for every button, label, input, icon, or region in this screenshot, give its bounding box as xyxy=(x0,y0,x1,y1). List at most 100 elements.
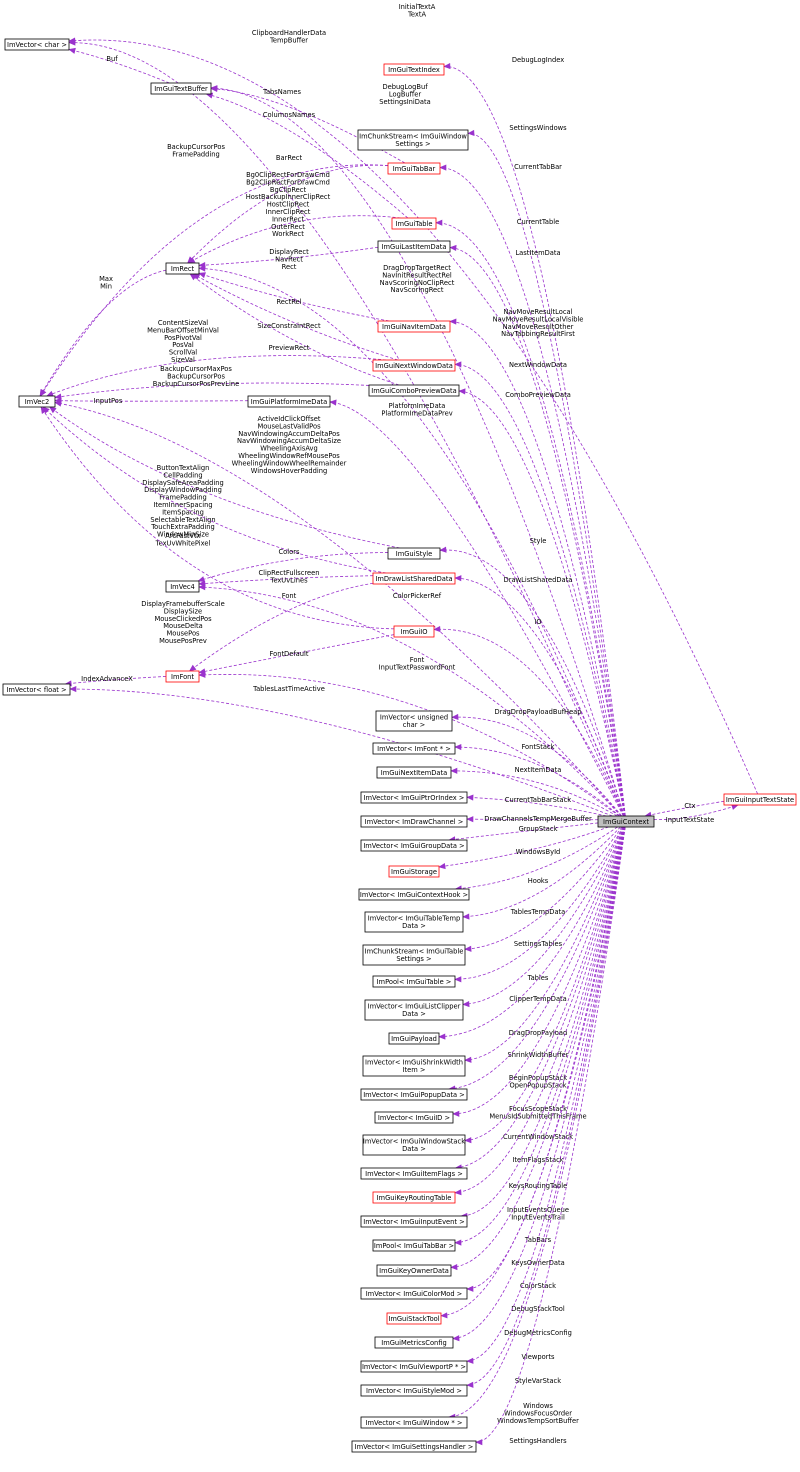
node-vec-float[interactable]: ImVector< float > xyxy=(2,683,71,696)
edge-context-to-vec-float: TablesLastTimeActive xyxy=(69,685,613,817)
node-text-buffer[interactable]: ImGuiTextBuffer xyxy=(150,82,212,95)
edge-arrowhead xyxy=(466,1357,474,1364)
node-input-text-state[interactable]: ImGuiInputTextState xyxy=(723,793,797,806)
edge-label: Windows xyxy=(523,1402,553,1410)
edge-line xyxy=(644,800,725,817)
node-vec2[interactable]: ImVec2 xyxy=(18,395,56,408)
node-key-owner[interactable]: ImGuiKeyOwnerData xyxy=(376,1264,452,1277)
node-vec-context-hook[interactable]: ImVector< ImGuiContextHook > xyxy=(358,888,470,901)
node-metrics-config[interactable]: ImGuiMetricsConfig xyxy=(374,1336,454,1349)
node-draw-list-shared[interactable]: ImDrawListSharedData xyxy=(372,572,456,585)
node-last-item[interactable]: ImGuiLastItemData xyxy=(377,240,451,253)
edge-line xyxy=(438,826,625,1038)
edge-line xyxy=(455,826,618,890)
edge-line xyxy=(464,826,623,950)
edge-table-to-rect: Bg0ClipRectForDrawCmdBg2ClipRectForDrawC… xyxy=(187,171,401,264)
edge-context-to-vec-ptr-or-index: CurrentTabBarStack xyxy=(466,794,607,817)
node-rect[interactable]: ImRect xyxy=(165,262,200,275)
node-label: ImGuiTextBuffer xyxy=(154,85,208,93)
node-vec-group-data[interactable]: ImVector< ImGuiGroupData > xyxy=(360,839,468,852)
edge-label: NavRect xyxy=(275,255,303,263)
edge-line xyxy=(450,826,626,1268)
edge-context-to-vec-list-clipper: ClipperTempData xyxy=(462,826,624,1008)
edge-line xyxy=(455,826,625,1169)
node-font[interactable]: ImFont xyxy=(165,670,200,683)
node-tab-bar[interactable]: ImGuiTabBar xyxy=(387,162,441,175)
node-vec-draw-channel[interactable]: ImVector< ImDrawChannel > xyxy=(360,815,468,828)
node-table[interactable]: ImGuiTable xyxy=(391,217,437,230)
edge-context-to-last-item: LastItemData xyxy=(449,244,626,817)
edge-label: Colors xyxy=(279,548,300,556)
edge-arrowhead xyxy=(69,685,77,693)
node-label: Item > xyxy=(403,1066,426,1074)
node-box xyxy=(360,1287,468,1300)
edge-arrowhead xyxy=(438,1033,446,1040)
node-vec-item-flags[interactable]: ImVector< ImGuiItemFlags > xyxy=(360,1167,468,1180)
edge-label: DisplayFramebufferScale xyxy=(141,600,224,608)
node-vec-font-ptr[interactable]: ImVector< ImFont * > xyxy=(372,742,456,755)
node-label: ImChunkStream< ImGuiTable xyxy=(365,948,464,956)
edge-label: SizeConstraintRect xyxy=(257,322,321,330)
node-key-routing[interactable]: ImGuiKeyRoutingTable xyxy=(372,1191,456,1204)
edge-arrowhead xyxy=(449,318,457,325)
edge-line xyxy=(40,406,395,630)
node-stack-tool[interactable]: ImGuiStackTool xyxy=(386,1312,442,1325)
node-storage[interactable]: ImGuiStorage xyxy=(388,865,440,878)
edge-context-to-metrics-config: DebugMetricsConfig xyxy=(452,826,626,1342)
node-label: ImChunkStream< ImGuiWindow xyxy=(359,133,467,141)
node-vec-ptr-or-index[interactable]: ImVector< ImGuiPtrOrIndex > xyxy=(360,791,468,804)
node-nav-item[interactable]: ImGuiNavItemData xyxy=(377,320,451,333)
node-vec-char[interactable]: ImVector< char > xyxy=(4,38,70,51)
node-box xyxy=(376,1264,452,1277)
edge-line xyxy=(454,826,624,980)
node-pool-tab-bar[interactable]: ImPool< ImGuiTabBar > xyxy=(372,1239,456,1252)
edge-label: WindowsHoverPadding xyxy=(251,467,327,475)
node-payload[interactable]: ImGuiPayload xyxy=(388,1032,440,1045)
node-style[interactable]: ImGuiStyle xyxy=(387,547,441,560)
edge-label: NavMoveResultLocalVisible xyxy=(493,315,584,323)
edge-context-to-nav-item: NavMoveResultLocalNavMoveResultLocalVisi… xyxy=(449,308,626,817)
node-io[interactable]: ImGuiIO xyxy=(393,625,435,638)
edge-line xyxy=(462,826,624,1005)
node-vec4[interactable]: ImVec4 xyxy=(165,580,200,593)
node-context[interactable]: ImGuiContext xyxy=(597,815,655,828)
node-box xyxy=(364,999,464,1021)
edge-label: ArcFastVtx xyxy=(165,532,200,540)
node-next-item[interactable]: ImGuiNextItemData xyxy=(376,766,452,779)
node-text-index[interactable]: ImGuiTextIndex xyxy=(383,63,445,76)
edge-label: TempBuffer xyxy=(269,36,308,44)
edge-label: Tables xyxy=(527,974,549,982)
node-label: ImGuiPayload xyxy=(391,1035,437,1043)
node-platform-ime[interactable]: ImGuiPlatformImeData xyxy=(247,395,331,408)
node-pool-table[interactable]: ImPool< ImGuiTable > xyxy=(372,975,456,988)
node-vec-style-mod[interactable]: ImVector< ImGuiStyleMod > xyxy=(360,1384,468,1397)
edge-arrowhead xyxy=(467,129,475,137)
node-box xyxy=(387,162,441,175)
node-vec-id[interactable]: ImVector< ImGuiID > xyxy=(374,1111,454,1124)
node-label: ImGuiNextWindowData xyxy=(375,362,453,370)
node-box xyxy=(360,1360,468,1373)
node-combo-preview[interactable]: ImGuiComboPreviewData xyxy=(368,384,460,397)
edge-combo-preview-to-vec2: BackupCursorMaxPosBackupCursorPosBackupC… xyxy=(54,365,370,400)
edge-context-to-io: IO xyxy=(433,618,624,817)
edge-line xyxy=(448,826,626,1418)
edge-style-to-vec2: ButtonTextAlignCellPaddingDisplaySafeAre… xyxy=(49,406,400,549)
node-label: ImFont xyxy=(171,673,194,681)
node-label: ImRect xyxy=(171,265,195,273)
node-vec-settings-handler[interactable]: ImVector< ImGuiSettingsHandler > xyxy=(351,1440,477,1453)
node-vec-popup-data[interactable]: ImVector< ImGuiPopupData > xyxy=(360,1088,468,1101)
node-vec-window-ptr[interactable]: ImVector< ImGuiWindow * > xyxy=(360,1416,468,1429)
edge-label: InputTextPasswordFont xyxy=(379,663,456,671)
edge-label: WheelingWindowWheelRemainder xyxy=(232,459,347,467)
node-vec-color-mod[interactable]: ImVector< ImGuiColorMod > xyxy=(360,1287,468,1300)
node-vec-viewport[interactable]: ImVector< ImGuiViewportP * > xyxy=(360,1360,468,1373)
node-next-window[interactable]: ImGuiNextWindowData xyxy=(372,359,456,372)
node-vec-input-event[interactable]: ImVector< ImGuiInputEvent > xyxy=(360,1215,468,1228)
